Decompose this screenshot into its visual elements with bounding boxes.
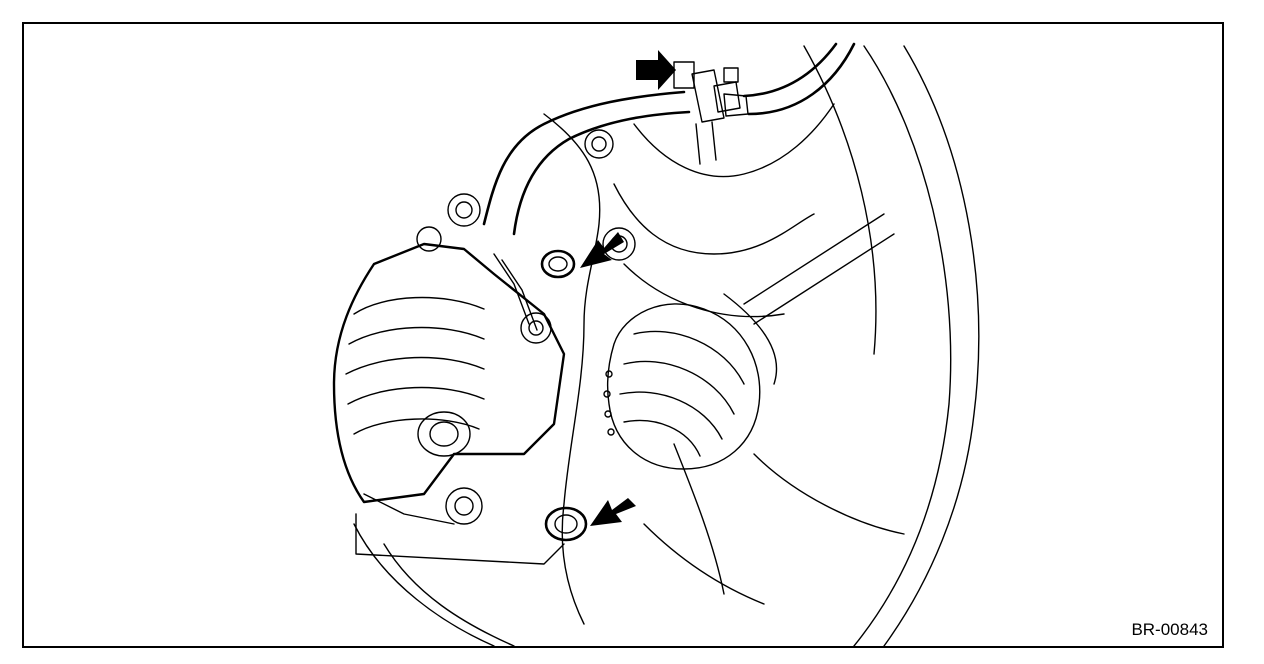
- cv-boot: [603, 303, 761, 470]
- lower-caliper-mounting-bolt-arrow: [590, 498, 636, 526]
- arrow-right-icon: [636, 50, 676, 90]
- upper-caliper-mounting-bolt-arrow: [580, 232, 624, 268]
- lower-mounting-bolt: [544, 506, 588, 542]
- arrow-down-left-icon: [590, 498, 636, 526]
- steering-knuckle: [543, 103, 905, 625]
- brake-hose-bracket-bolt-arrow: [636, 50, 676, 90]
- upper-mounting-bolt: [540, 249, 576, 279]
- brake-hose: [482, 42, 856, 236]
- hose-bracket: [673, 61, 749, 165]
- brake-caliper-illustration: [332, 42, 980, 646]
- illustration-frame: BR-00843: [22, 22, 1224, 648]
- brake-caliper: [332, 193, 566, 565]
- figure-id-label: BR-00843: [1131, 620, 1208, 639]
- brake-disc: [353, 45, 980, 646]
- drive-shaft: [723, 213, 895, 385]
- arrow-down-left-icon: [580, 232, 624, 268]
